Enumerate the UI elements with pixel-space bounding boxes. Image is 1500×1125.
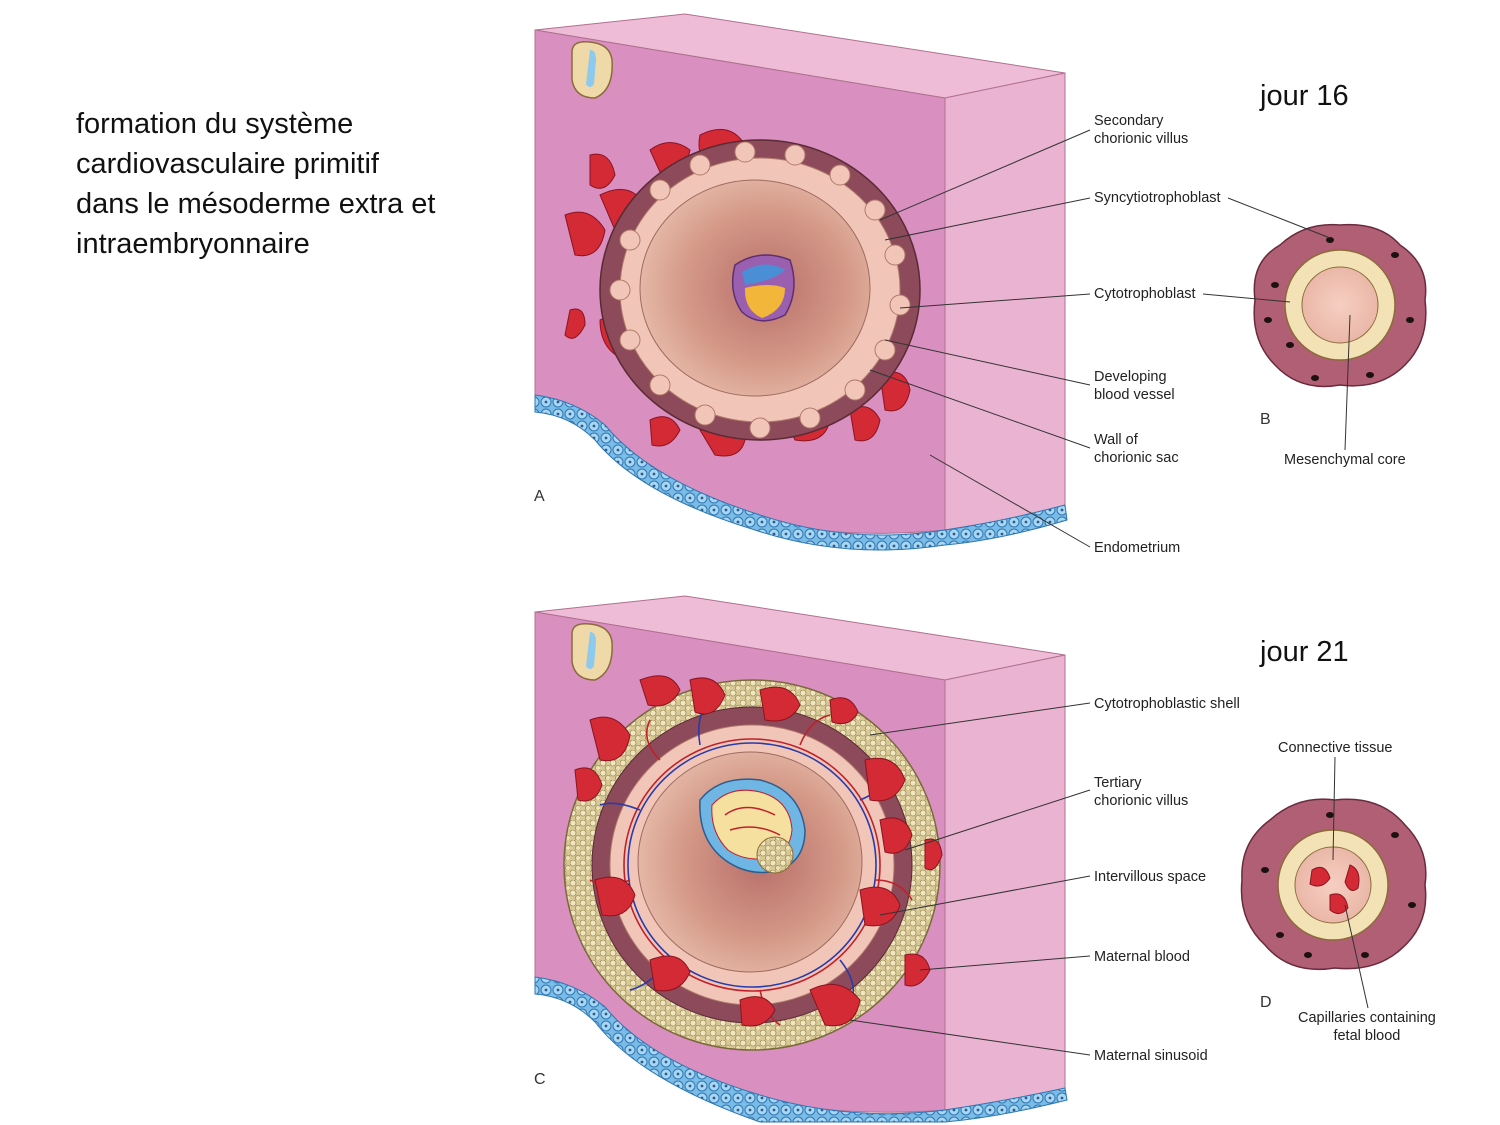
label-secondary-line-1: Secondary [1094, 113, 1164, 129]
gland-lumen-a [586, 50, 596, 87]
maternal-blood-c [574, 675, 943, 1027]
day-label-21: jour 21 [1260, 636, 1349, 668]
block-c-epithelium [534, 976, 1068, 1123]
label-developing-blood-vessel: Developing blood vessel [1094, 368, 1175, 404]
label-developing-line-2: blood vessel [1094, 387, 1175, 403]
label-mesenchymal-core: Mesenchymal core [1284, 452, 1406, 468]
label-wall-line-1: Wall of [1094, 432, 1138, 448]
label-cytotrophoblast: Cytotrophoblast [1094, 286, 1196, 302]
gland-lumen-c [586, 632, 596, 669]
label-endometrium: Endometrium [1094, 540, 1181, 556]
label-tertiary-line-2: chorionic villus [1094, 793, 1189, 809]
leader-lines-a [869, 129, 1351, 548]
fetal-capillaries-d [1309, 864, 1360, 914]
label-tertiary-line-1: Tertiary [1094, 775, 1142, 791]
panel-letter-a: A [534, 488, 545, 505]
label-wall-chorionic-sac: Wall of chorionic sac [1094, 431, 1179, 467]
nuclei-b [1264, 237, 1414, 381]
embryo-c [699, 778, 806, 874]
villus-cross-section-b [1253, 223, 1427, 388]
label-maternal-blood: Maternal blood [1094, 949, 1190, 965]
label-cytotrophoblastic-shell: Cytotrophoblastic shell [1094, 696, 1240, 712]
panel-letter-d: D [1260, 994, 1272, 1011]
leader-lines-c [849, 702, 1369, 1056]
label-wall-line-2: chorionic sac [1094, 450, 1179, 466]
panel-letter-b: B [1260, 411, 1271, 428]
nuclei-d [1261, 812, 1416, 958]
label-secondary-line-2: chorionic villus [1094, 131, 1189, 147]
title-line-2: cardiovasculaire primitif [76, 148, 379, 180]
label-developing-line-1: Developing [1094, 369, 1167, 385]
title-line-1: formation du système [76, 108, 354, 140]
chorionic-sac-a [599, 139, 921, 441]
label-maternal-sinusoid: Maternal sinusoid [1094, 1048, 1208, 1064]
label-capillaries-fetal-blood: Capillaries containing fetal blood [1298, 1009, 1436, 1045]
secondary-villi-a [609, 141, 911, 439]
label-connective-tissue: Connective tissue [1278, 740, 1393, 756]
mesenchymal-core-b [1301, 266, 1379, 344]
label-tertiary-chorionic-villus: Tertiary chorionic villus [1094, 774, 1188, 810]
embryo-a [731, 254, 795, 322]
block-a-side-face [944, 72, 1066, 531]
block-c-side-face [944, 654, 1066, 1111]
label-syncytiotrophoblast: Syncytiotrophoblast [1094, 190, 1221, 206]
title-line-3: dans le mésoderme extra et [76, 188, 436, 220]
slide-title: formation du système cardiovasculaire pr… [76, 104, 496, 264]
label-capillaries-line-2: fetal blood [1333, 1028, 1401, 1044]
label-capillaries-line-1: Capillaries containing [1298, 1010, 1436, 1026]
block-a-epithelium [534, 394, 1068, 551]
panel-letter-c: C [534, 1071, 546, 1088]
label-secondary-chorionic-villus: Secondary chorionic villus [1094, 112, 1188, 148]
day-label-16: jour 16 [1260, 80, 1349, 112]
title-line-4: intraembryonnaire [76, 228, 310, 260]
villus-cross-section-d [1240, 798, 1427, 971]
label-intervillous-space: Intervillous space [1094, 869, 1207, 885]
